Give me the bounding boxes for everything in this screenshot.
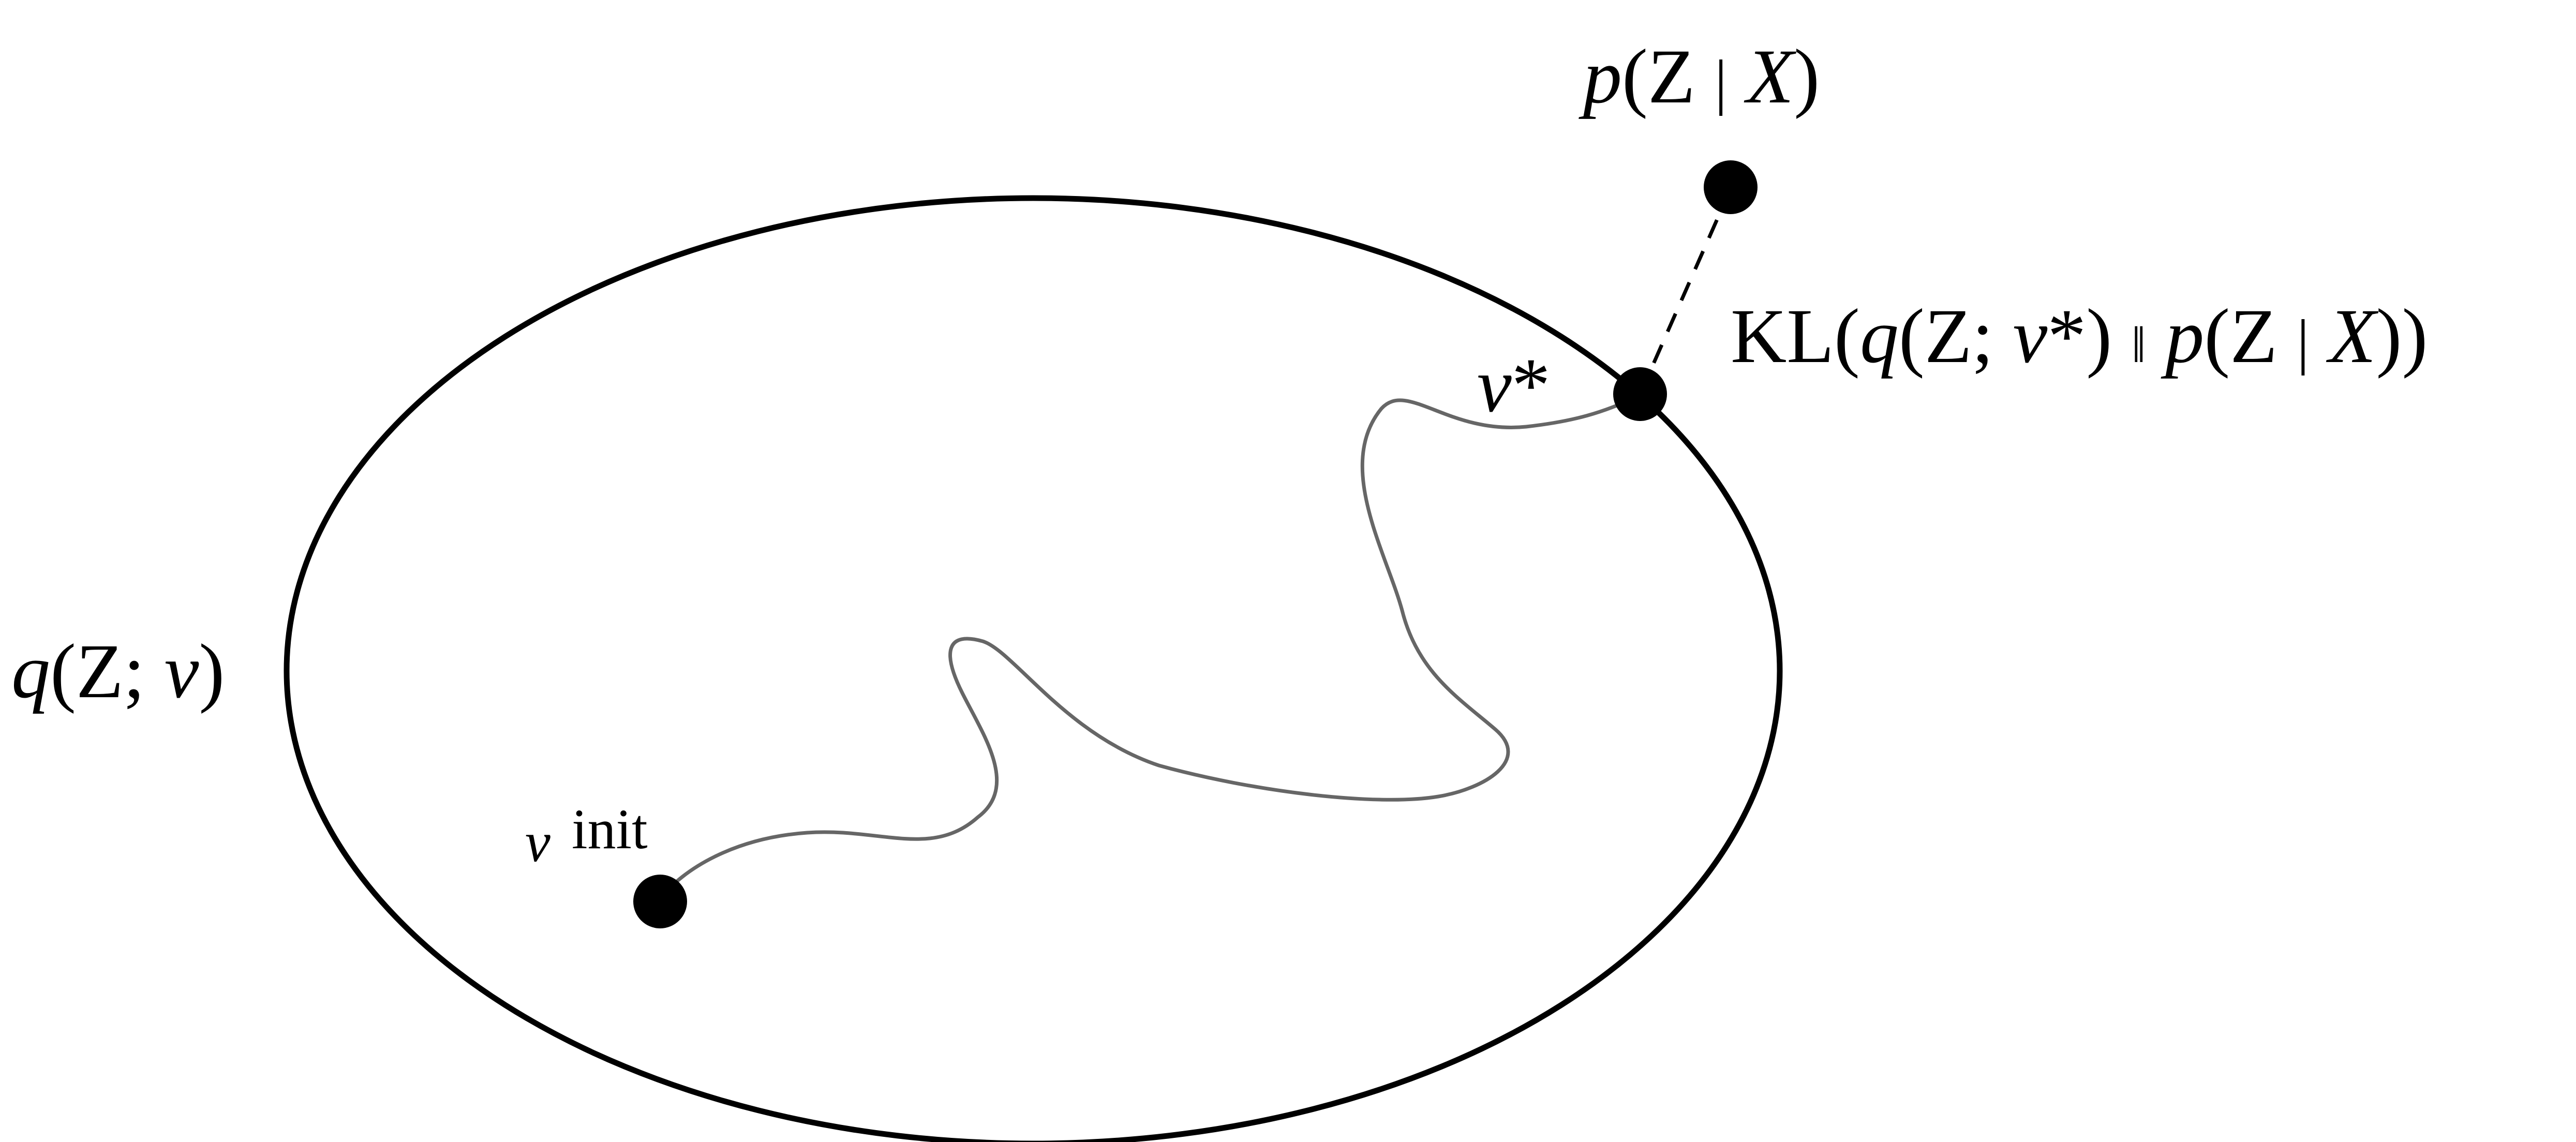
- posterior-close: ): [1794, 34, 1820, 119]
- kl-label: KL(q(Z; ν*) ‖ p(Z | X)): [1731, 293, 2428, 379]
- family-close: ): [199, 628, 225, 714]
- kl-divergence-dashed-line: [1638, 188, 1733, 395]
- nu-star-point: [1613, 367, 1667, 421]
- optimization-path: [659, 394, 1640, 900]
- kl-p: p: [2161, 293, 2204, 379]
- nu-init-text: init: [572, 798, 648, 861]
- posterior-label: p(Z | X): [1579, 34, 1820, 119]
- nu-init-nu: ν: [525, 810, 550, 874]
- kl-bar: |: [2297, 307, 2309, 375]
- posterior-point: [1704, 160, 1758, 214]
- posterior-bar: |: [1715, 47, 1727, 116]
- nu-init-point: [633, 875, 687, 928]
- nu-init-label: ν: [525, 810, 550, 874]
- kl-nu: ν: [2013, 293, 2048, 379]
- nu-star-star: *: [1512, 342, 1551, 428]
- kl-close: )): [2376, 293, 2428, 379]
- kl-star: *: [2047, 293, 2086, 379]
- posterior-open: (Z: [1622, 34, 1715, 119]
- kl-prefix: KL(: [1731, 293, 1860, 379]
- family-open: (Z;: [50, 628, 165, 714]
- family-label: q(Z; ν): [11, 628, 225, 714]
- family-q: q: [11, 628, 50, 714]
- kl-mid: ): [2086, 293, 2131, 379]
- variational-family-ellipse: [284, 195, 1783, 1142]
- posterior-space: [1727, 34, 1747, 119]
- kl-space2: [2309, 293, 2329, 379]
- posterior-p: p: [1579, 34, 1622, 119]
- posterior-x: X: [1744, 34, 1797, 119]
- nu-star-nu: ν: [1477, 342, 1512, 428]
- kl-q: q: [1860, 293, 1899, 379]
- kl-open: (Z;: [1899, 293, 2013, 379]
- kl-dbar: ‖: [2132, 316, 2146, 373]
- kl-open2: (Z: [2204, 293, 2297, 379]
- kl-x: X: [2326, 293, 2379, 379]
- family-nu: ν: [165, 628, 199, 714]
- kl-space: [2146, 293, 2166, 379]
- nu-star-label: ν*: [1477, 342, 1551, 428]
